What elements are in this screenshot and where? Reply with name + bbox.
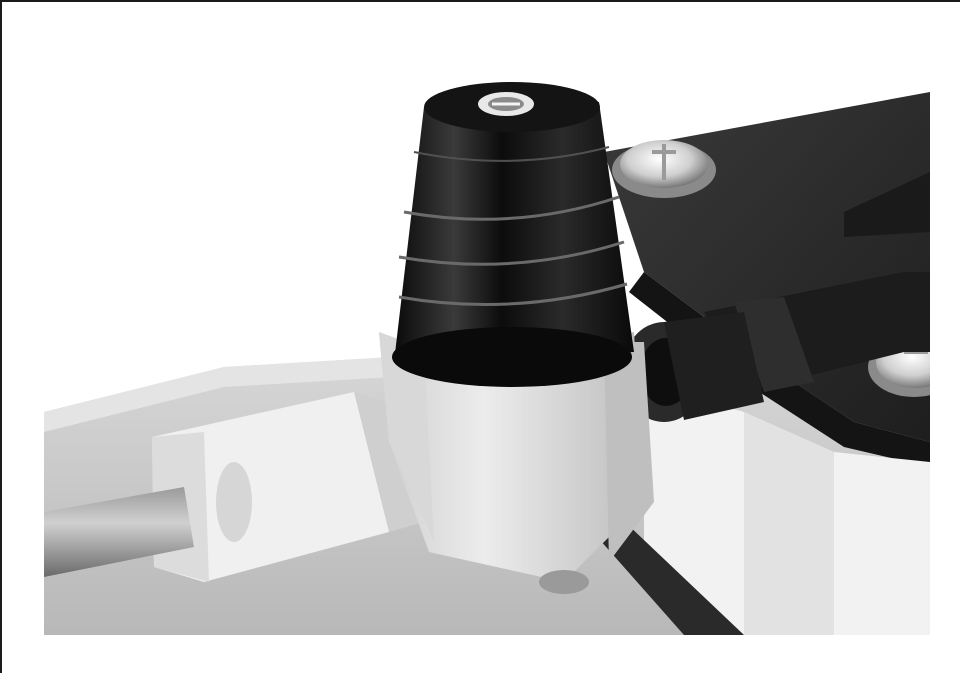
screw-top — [612, 140, 716, 198]
product-illustration — [44, 22, 930, 635]
fitting-illustration-svg — [44, 82, 930, 635]
tube — [44, 487, 194, 577]
black-cap — [392, 82, 634, 387]
elbow-block — [379, 332, 654, 594]
